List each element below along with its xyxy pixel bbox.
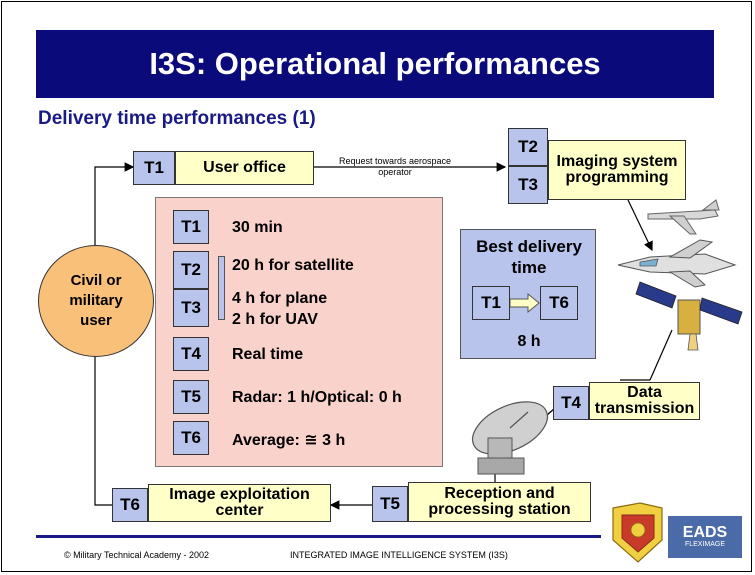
uav-icon <box>647 199 720 235</box>
t3-tag: T3 <box>508 166 548 204</box>
slide-subtitle: Delivery time performances (1) <box>38 108 316 129</box>
imaging-programming-box: Imaging system programming <box>548 140 686 200</box>
data-transmission-box: Data transmission <box>589 382 700 420</box>
timing-t4-value: Real time <box>232 346 304 363</box>
timing-t3-tag: T3 <box>173 289 209 327</box>
eads-logo: EADS FLEXIMAGE <box>668 516 742 558</box>
timing-t3-plane: 4 h for plane <box>232 290 328 307</box>
timing-bracket <box>218 256 225 320</box>
arrow-imaging-to-drone <box>627 199 653 252</box>
line-satellite-to-t4 <box>649 329 673 381</box>
user-label: Civil or military user <box>69 272 123 329</box>
timing-t5-value: Radar: 1 h/Optical: 0 h <box>232 389 402 406</box>
timing-t3-uav: 2 h for UAV <box>232 311 318 328</box>
best-delivery-panel: Best delivery time T1 T6 8 h <box>460 229 596 359</box>
arrow-t6-to-user <box>90 339 112 506</box>
timing-t6-tag: T6 <box>173 421 209 455</box>
timing-t5-tag: T5 <box>173 380 209 414</box>
footer-copyright: © Military Technical Academy - 2002 <box>64 550 210 560</box>
t4-tag: T4 <box>553 386 589 420</box>
academy-crest-icon <box>612 502 663 563</box>
timing-t4-tag: T4 <box>173 337 209 371</box>
best-from-tag: T1 <box>472 286 510 320</box>
civil-military-user: Civil or military user <box>38 245 154 357</box>
eads-logo-sub: FLEXIMAGE <box>684 541 726 548</box>
reception-station-box: Reception and processing station <box>408 482 591 522</box>
footer-divider <box>36 535 601 538</box>
slide-title: I3S: Operational performances <box>149 46 601 81</box>
title-banner: I3S: Operational performances <box>36 30 714 98</box>
best-delivery-value: 8 h <box>517 333 541 350</box>
t2-tag: T2 <box>508 128 548 166</box>
t5-tag: T5 <box>372 486 408 522</box>
best-to-tag: T6 <box>540 286 578 320</box>
satellite-icon <box>635 281 743 351</box>
timing-t1-tag: T1 <box>173 210 209 244</box>
user-office-box: User office <box>175 151 314 185</box>
eads-logo-brand: EADS <box>682 524 728 541</box>
best-arrow-icon <box>510 293 540 313</box>
timing-t2-value: 20 h for satellite <box>232 257 354 274</box>
best-delivery-title: Best delivery time <box>476 237 582 277</box>
timing-t1-value: 30 min <box>232 219 283 236</box>
plane-icon <box>617 239 737 288</box>
t1-tag: T1 <box>133 151 175 185</box>
image-exploitation-box: Image exploitation center <box>148 484 331 522</box>
timing-t6-value: Average: ≅ 3 h <box>232 432 346 449</box>
arrow-user-to-t1 <box>94 162 135 245</box>
timing-t2-tag: T2 <box>173 251 209 289</box>
footer-system-name: INTEGRATED IMAGE INTELLIGENCE SYSTEM (I3… <box>290 550 508 560</box>
t6-tag: T6 <box>112 488 148 522</box>
antenna-icon <box>471 401 549 475</box>
request-note: Request towards aerospace operator <box>338 156 452 177</box>
